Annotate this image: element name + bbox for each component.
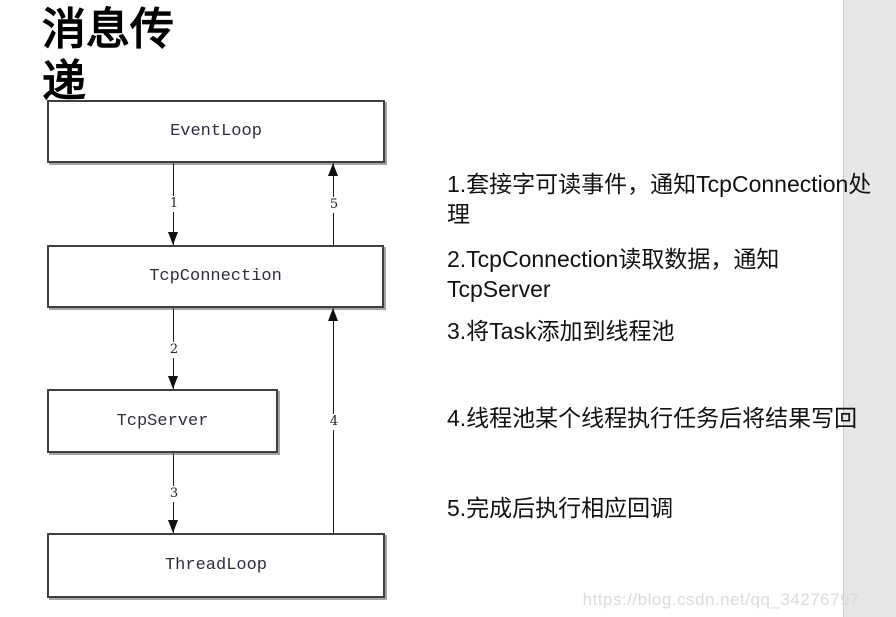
- arrowhead-down-icon: [168, 520, 178, 533]
- arrow-3-label: 3: [166, 486, 182, 502]
- arrowhead-down-icon: [168, 232, 178, 245]
- note-item-3: 3.将Task添加到线程池: [447, 318, 675, 344]
- arrow-1-label: 1: [166, 196, 182, 212]
- diagram-node-threadloop: ThreadLoop: [47, 533, 385, 598]
- arrow-5-label: 5: [326, 197, 342, 213]
- diagram-node-eventloop: EventLoop: [47, 100, 385, 163]
- arrow-4-label: 4: [326, 414, 342, 430]
- slide-title: 消息传递: [42, 5, 174, 106]
- note-item-2: 2.TcpConnection读取数据，通知TcpServer: [447, 246, 780, 302]
- note-item-4: 4.线程池某个线程执行任务后将结果写回: [447, 405, 858, 431]
- arrow-2-label: 2: [166, 342, 182, 358]
- node-label: ThreadLoop: [164, 556, 268, 575]
- watermark-url: https://blog.csdn.net/qq_34276797: [582, 590, 860, 609]
- node-label: EventLoop: [170, 122, 262, 141]
- page-gutter: [843, 0, 896, 617]
- diagram-node-tcpconnection: TcpConnection: [47, 245, 384, 308]
- diagram-node-tcpserver: TcpServer: [47, 389, 278, 453]
- arrowhead-down-icon: [168, 376, 178, 389]
- arrowhead-up-icon: [328, 308, 338, 321]
- note-item-1: 1.套接字可读事件，通知TcpConnection处理: [447, 171, 872, 227]
- node-label: TcpConnection: [149, 267, 282, 286]
- node-label: TcpServer: [116, 411, 209, 431]
- note-item-5: 5.完成后执行相应回调: [447, 495, 674, 521]
- arrowhead-up-icon: [328, 163, 338, 176]
